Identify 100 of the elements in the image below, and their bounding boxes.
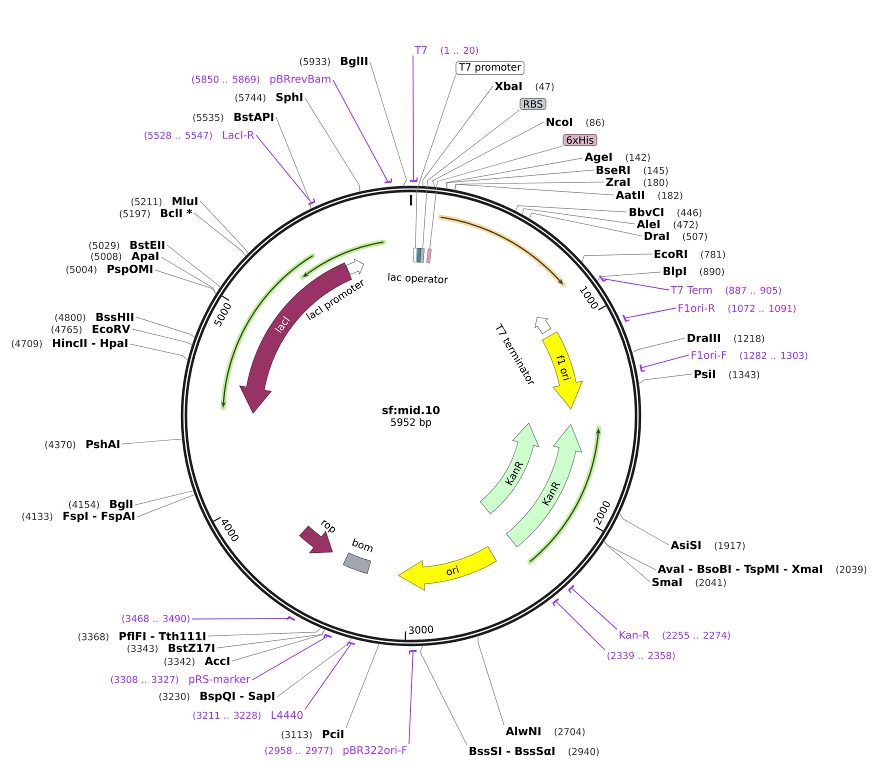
primer-label: LacI-R	[223, 131, 254, 139]
restriction-site-label: DraIII	[688, 334, 720, 342]
site-position: (472)	[674, 220, 698, 230]
leader-line	[200, 200, 249, 254]
leader-line	[134, 490, 194, 506]
restriction-site-label: AccI	[204, 656, 230, 666]
restriction-site-label: BbvCI	[630, 208, 664, 216]
leader-line	[304, 644, 352, 710]
leader-line	[208, 627, 322, 636]
leader-line	[256, 134, 312, 203]
site-position: (1343)	[729, 370, 760, 380]
restriction-site-label: BstAPI	[234, 112, 274, 122]
leader-line	[454, 182, 604, 191]
restriction-site-label: BssHII	[96, 312, 134, 322]
restriction-site-label: BlpI	[664, 266, 686, 278]
restriction-site-label: PsiI	[694, 370, 715, 378]
leader-line	[529, 212, 642, 236]
site-position: (2041)	[696, 578, 726, 588]
restriction-site-label: BclI *	[160, 208, 192, 218]
site-position: (3343)	[128, 644, 158, 654]
feature-tag: 6xHis	[562, 134, 598, 146]
leader-line	[304, 98, 360, 192]
site-position: (47)	[536, 82, 554, 92]
leader-line	[582, 254, 652, 262]
primer-mark	[286, 616, 296, 622]
primer-label: T7 Term	[670, 286, 712, 294]
primer-range: (1072 .. 1091)	[728, 304, 796, 314]
leader-line	[572, 588, 618, 630]
leader-line	[446, 170, 594, 190]
restriction-site-label: NcoI	[546, 118, 572, 126]
primer-mark	[384, 178, 392, 184]
site-position: (5211)	[132, 198, 162, 206]
site-position: (5008)	[91, 252, 122, 262]
leader-line	[252, 636, 328, 680]
leader-line	[130, 344, 188, 361]
primer-mark	[410, 178, 418, 182]
feature-label: rop	[320, 520, 336, 533]
site-position: (3368)	[78, 632, 108, 642]
leader-line	[136, 316, 196, 338]
primer-range: (887 .. 905)	[726, 286, 781, 295]
restriction-site-label: HincII - HpaI	[52, 338, 128, 350]
site-position: (4370)	[45, 440, 76, 450]
primer-range: (3308 .. 3327)	[111, 676, 178, 684]
plasmid-length: 5952 bp	[391, 418, 432, 428]
restriction-site-label: BglI	[110, 500, 132, 510]
primer-mark	[323, 634, 332, 638]
restriction-site-label: AlwNI	[506, 726, 540, 736]
feature-label: lac operator	[388, 272, 448, 284]
restriction-site-label: BspQI - SapI	[200, 692, 274, 702]
leader-line	[638, 374, 692, 384]
primer-label: F1ori-R	[678, 304, 715, 312]
site-position: (507)	[683, 232, 707, 242]
leader-line	[478, 636, 504, 726]
scale-label: 3000	[409, 626, 434, 634]
primer-range: (3211 .. 3228)	[193, 712, 260, 720]
leader-line	[422, 110, 520, 249]
restriction-site-label: SmaI	[652, 578, 682, 586]
leader-line	[602, 278, 670, 290]
leader-line	[332, 80, 388, 182]
leader-line	[556, 601, 606, 651]
primer-mark	[308, 198, 316, 206]
restriction-site-label: AatII	[616, 190, 644, 200]
leader-line	[422, 86, 494, 187]
leader-line	[522, 208, 636, 224]
site-position: (1218)	[734, 334, 764, 344]
leader-line	[619, 512, 670, 546]
leader-line	[192, 618, 290, 620]
leader-line	[429, 146, 564, 250]
leader-line	[232, 628, 326, 662]
site-position: (5197)	[120, 210, 150, 218]
site-position: (4800)	[55, 314, 86, 322]
restriction-site-label: PciI	[322, 730, 344, 738]
feature-band: ori	[398, 546, 497, 591]
restriction-site-label: BstEII	[130, 240, 164, 250]
leader-line	[160, 256, 216, 294]
leader-line	[132, 328, 193, 346]
leader-line	[432, 122, 544, 188]
primer-label: Kan-R	[620, 631, 650, 639]
site-position: (5933)	[300, 58, 330, 66]
leader-line	[596, 272, 662, 282]
site-position: (145)	[644, 166, 668, 176]
restriction-site-label: BssSI - BssSαI	[470, 746, 554, 756]
leader-line	[454, 184, 614, 196]
leader-line	[136, 494, 196, 518]
site-position: (86)	[586, 118, 604, 128]
leader-line	[415, 74, 456, 248]
site-position: (5029)	[89, 242, 120, 250]
site-position: (4709)	[12, 340, 42, 348]
leader-line	[408, 651, 414, 745]
leader-line	[216, 628, 326, 648]
leader-line	[194, 212, 246, 257]
restriction-site-label: BglII	[341, 56, 368, 68]
restriction-site-label: XbaI	[494, 82, 522, 90]
feature-block	[420, 248, 425, 263]
restriction-site-label: AsiSI	[670, 540, 701, 550]
site-position: (5004)	[66, 266, 96, 274]
site-position: (4133)	[22, 512, 52, 522]
primer-mark	[639, 364, 646, 372]
leader-line	[122, 439, 183, 444]
restriction-site-label: BseRI	[596, 166, 630, 174]
